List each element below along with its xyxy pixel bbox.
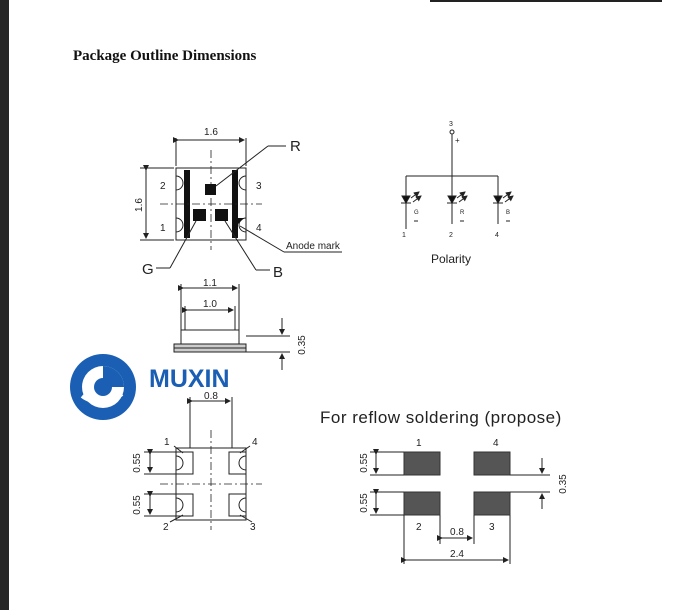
bottom-pin-2: 2 — [163, 522, 169, 533]
reflow-pin-2: 2 — [416, 522, 422, 533]
reflow-dim-pitch: 0.8 — [450, 527, 464, 538]
polarity-pin-4: 4 — [495, 232, 499, 239]
bottom-dim-pitch: 0.8 — [204, 391, 218, 402]
top-pin-4: 4 — [256, 223, 262, 234]
reflow-pin-3: 3 — [489, 522, 495, 533]
reflow-pin-4: 4 — [493, 438, 499, 449]
bottom-pin-4: 4 — [252, 437, 258, 448]
muxin-logo — [70, 354, 136, 420]
top-view — [140, 137, 342, 271]
reflow-pad-3 — [473, 491, 511, 516]
anode-mark-label: Anode mark — [286, 241, 341, 252]
reflow-title: For reflow soldering (propose) — [320, 408, 562, 427]
polarity-label: Polarity — [431, 252, 471, 266]
reflow-dim-pad-top: 0.55 — [359, 453, 370, 473]
polarity-pin-2: 2 — [449, 232, 453, 239]
side-dim-height: 0.35 — [297, 335, 308, 355]
bottom-pin-1: 1 — [164, 437, 170, 448]
polarity-pin-3: 3 — [449, 121, 453, 128]
polarity-schematic — [401, 129, 514, 229]
top-dim-width: 1.6 — [204, 127, 218, 138]
top-pin-1: 1 — [160, 223, 166, 234]
reflow-pad-layout — [370, 449, 550, 564]
top-rule — [430, 0, 662, 2]
bottom-dim-pad-bottom: 0.55 — [132, 495, 143, 515]
reflow-dim-total: 2.4 — [450, 549, 464, 560]
left-edge-bar — [0, 0, 9, 610]
reflow-pad-4 — [473, 451, 511, 476]
top-pin-3: 3 — [256, 181, 262, 192]
side-dim-outer: 1.1 — [203, 278, 217, 289]
polarity-pin-1: 1 — [402, 232, 406, 239]
bottom-dim-pad-top: 0.55 — [132, 453, 143, 473]
bottom-view — [144, 397, 262, 530]
page-title: Package Outline Dimensions — [73, 48, 257, 64]
polarity-led-r: R — [460, 210, 465, 216]
muxin-logo-text: MUXIN — [149, 365, 230, 393]
label-g: G — [142, 261, 154, 278]
side-view — [173, 284, 290, 370]
polarity-plus: + — [455, 136, 460, 145]
reflow-dim-pad-bottom: 0.55 — [359, 493, 370, 513]
label-r: R — [290, 138, 301, 155]
bottom-pin-3: 3 — [250, 522, 256, 533]
reflow-dim-gap: 0.35 — [558, 474, 569, 494]
reflow-pin-1: 1 — [416, 438, 422, 449]
top-dim-height: 1.6 — [134, 198, 145, 212]
top-pin-2: 2 — [160, 181, 166, 192]
polarity-led-g: G — [414, 210, 419, 216]
side-dim-inner: 1.0 — [203, 299, 217, 310]
reflow-pad-1 — [403, 451, 441, 476]
polarity-led-b: B — [506, 210, 510, 216]
label-b: B — [273, 264, 283, 281]
reflow-pad-2 — [403, 491, 441, 516]
